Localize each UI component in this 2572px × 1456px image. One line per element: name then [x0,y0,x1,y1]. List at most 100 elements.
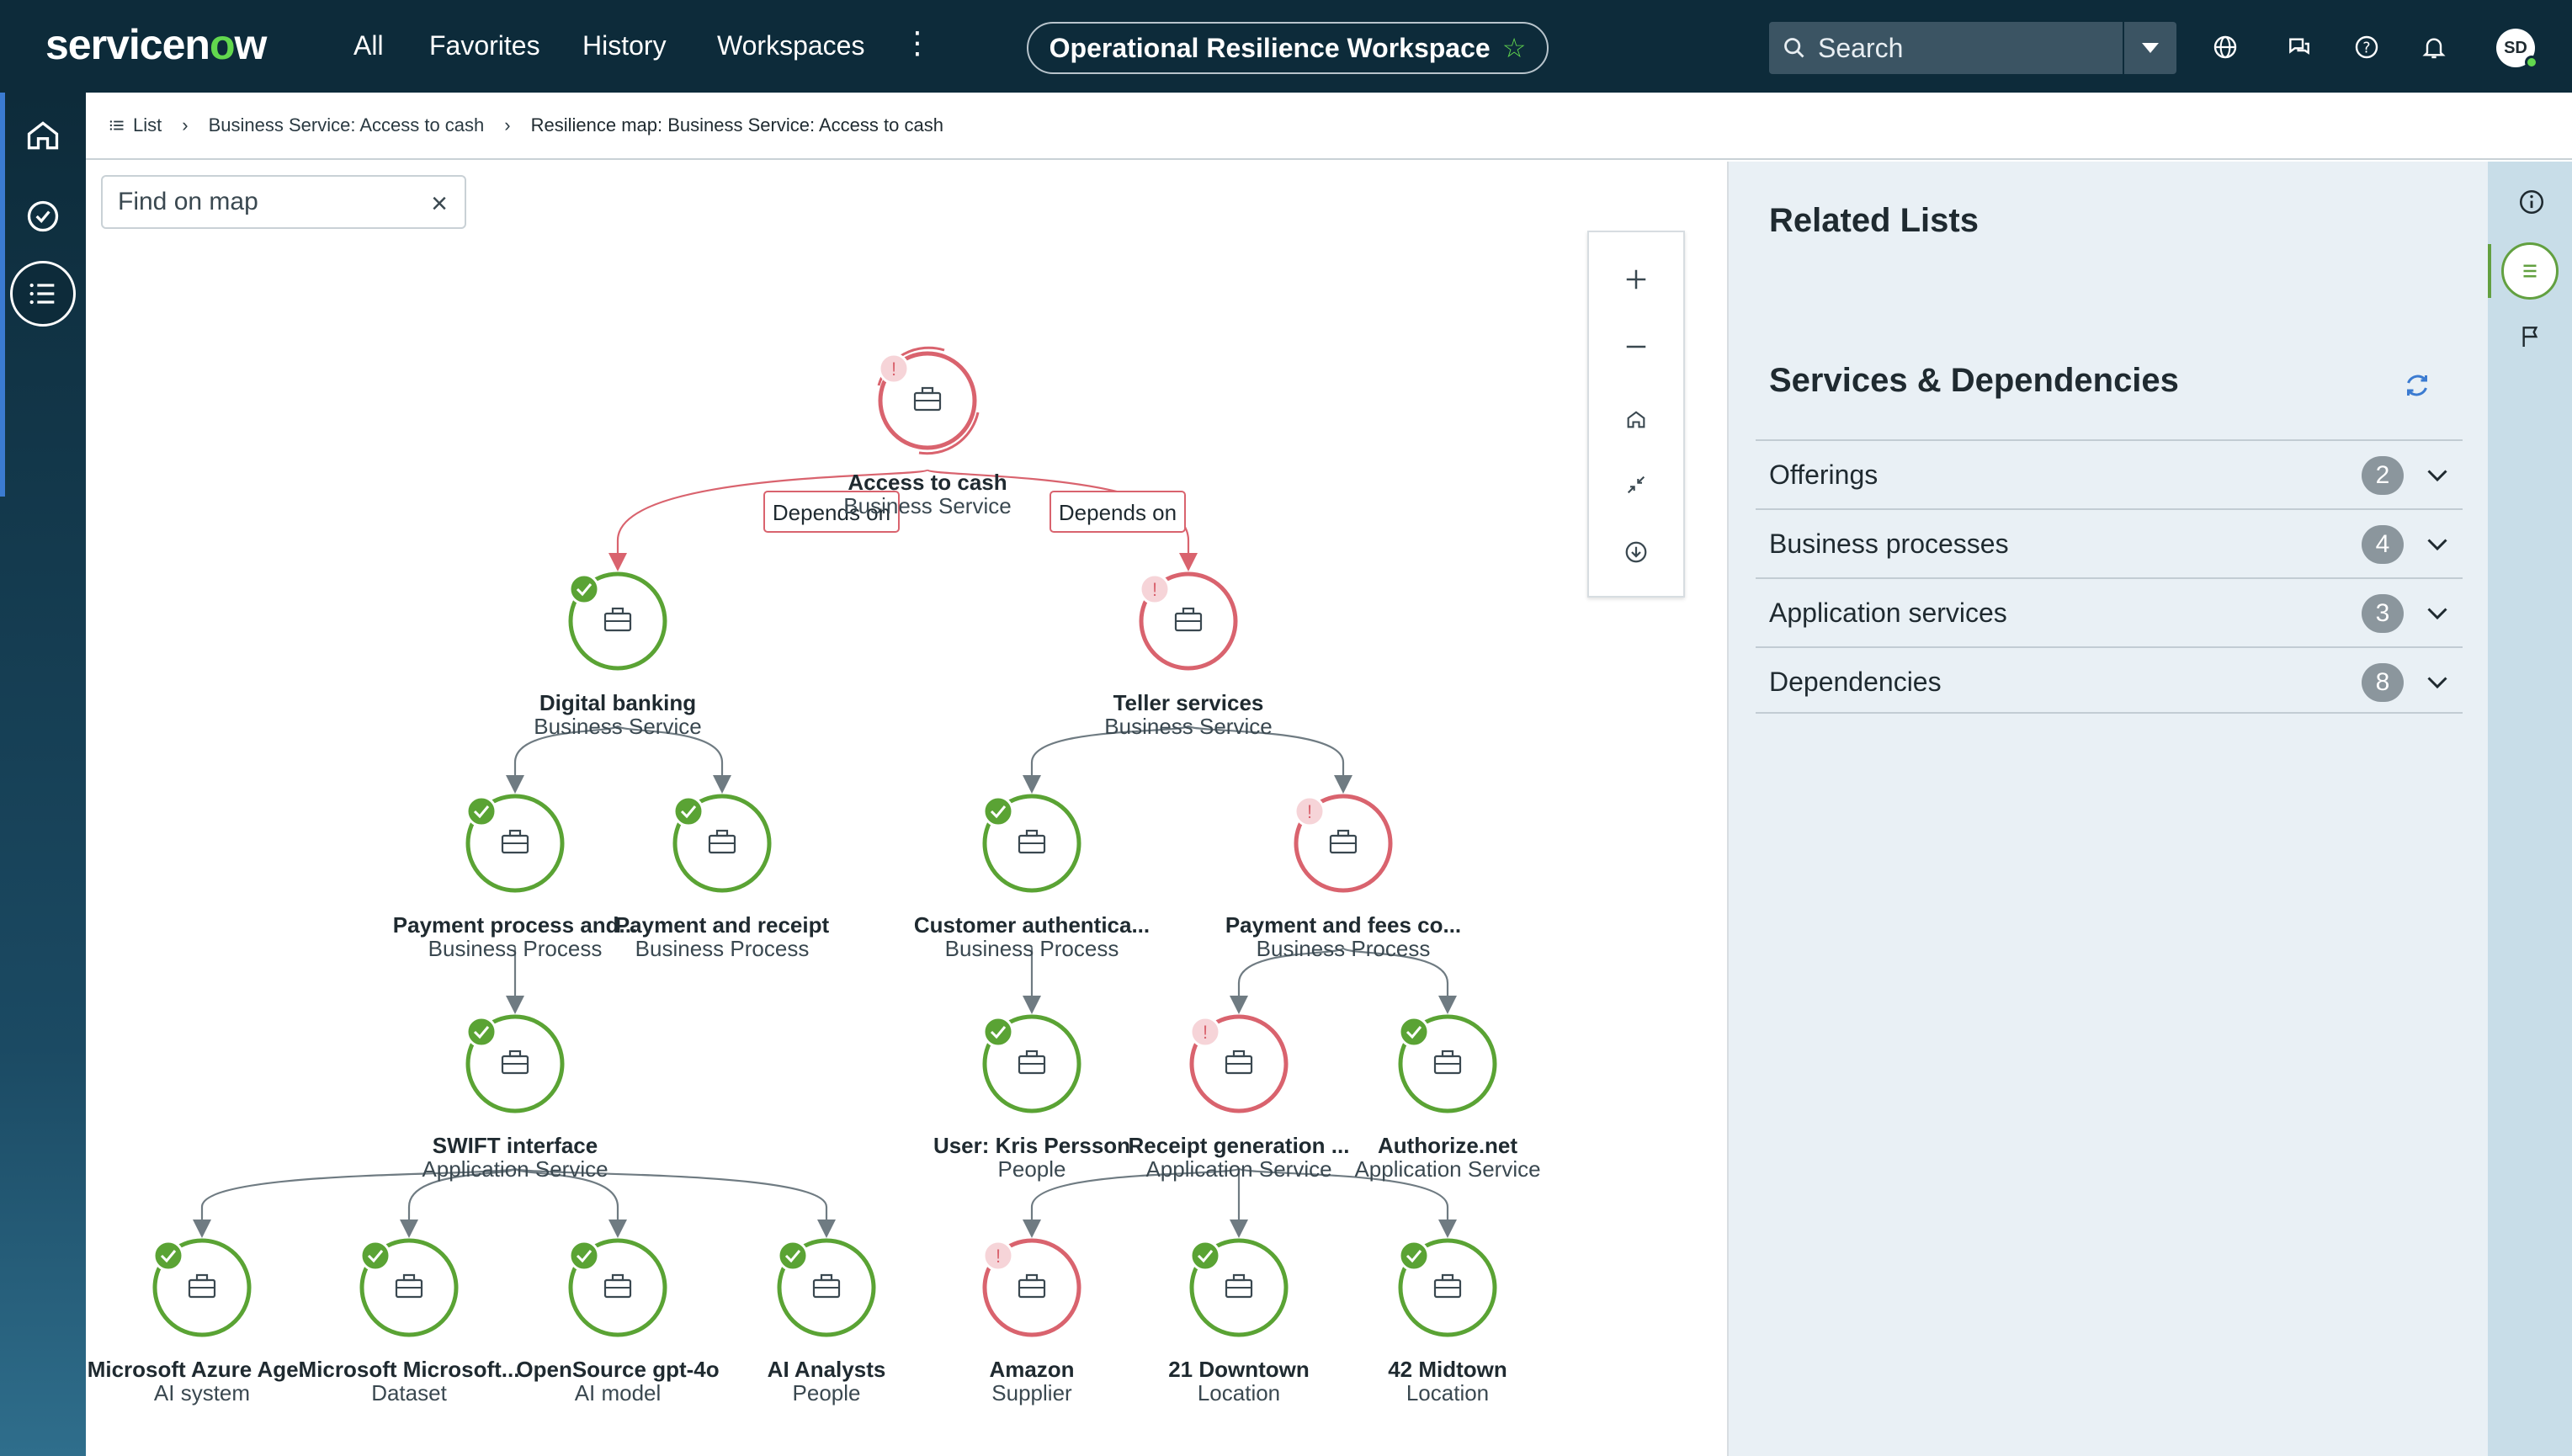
briefcase-icon [913,386,942,412]
accordion-offerings[interactable]: Offerings 2 [1756,439,2463,508]
globe-icon[interactable] [2208,30,2242,64]
list-icon[interactable] [10,261,76,327]
nav-workspaces[interactable]: Workspaces [717,30,865,61]
warning-status-icon: ! [1294,795,1326,827]
dependency-edge [506,724,619,794]
nav-favorites[interactable]: Favorites [429,30,540,61]
briefcase-icon [1433,1273,1462,1299]
node-name: AI Analysts [768,1357,886,1382]
chevron-down-icon[interactable] [2422,460,2456,493]
help-icon[interactable]: ? [2350,30,2383,64]
ok-status-icon [777,1240,809,1272]
node-type: Business Process [428,936,603,961]
svg-text:!: ! [996,1246,1001,1267]
node-type: Business Process [1257,936,1431,961]
accordion-label: Application services [1769,597,2007,628]
refresh-icon[interactable] [2402,370,2436,404]
chevron-down-icon[interactable] [2422,529,2456,562]
map-node-azure[interactable]: Microsoft Azure Age...AI system [88,1238,317,1406]
map-node-msdata[interactable]: Microsoft Microsoft...Dataset [299,1238,520,1406]
node-type: Dataset [371,1380,447,1406]
breadcrumb-business-service[interactable]: Business Service: Access to cash [208,114,485,136]
search-scope-dropdown[interactable] [2124,22,2176,74]
warning-status-icon: ! [982,1240,1014,1272]
search-placeholder: Search [1818,32,1904,63]
chat-icon[interactable] [2282,30,2316,64]
checkmark-circle-icon[interactable] [17,190,69,242]
nav-all[interactable]: All [353,30,384,61]
star-favorite-icon[interactable]: ☆ [1501,33,1527,63]
workspace-title-pill[interactable]: Operational Resilience Workspace ☆ [1027,22,1549,74]
collapse-arrows-icon[interactable] [1589,460,1683,510]
notifications-bell-icon[interactable] [2417,30,2451,64]
accordion-business-processes[interactable]: Business processes 4 [1756,508,2463,577]
svg-text:!: ! [1203,1022,1208,1043]
chevron-down-icon[interactable] [2422,667,2456,700]
home-icon[interactable] [17,109,69,162]
briefcase-icon [603,1273,632,1299]
depends-on-label[interactable]: Depends on [763,491,900,533]
ok-status-icon [465,795,497,827]
left-rail [0,93,86,1456]
svg-text:!: ! [1307,801,1312,822]
clear-icon[interactable]: × [431,188,448,220]
node-name: 42 Midtown [1388,1357,1507,1382]
dependency-edge [513,1166,627,1238]
map-node-receiptgen[interactable]: !Receipt generation ...Application Servi… [1129,1014,1350,1182]
dependency-edge [400,1166,517,1238]
svg-text:?: ? [2362,40,2370,57]
node-type: Application Service [1354,1156,1540,1182]
accordion-label: Offerings [1769,459,1879,490]
warning-status-icon: ! [878,353,910,385]
find-on-map-input[interactable]: Find on map × [101,175,466,229]
depends-on-label[interactable]: Depends on [1050,491,1186,533]
map-node-payfees[interactable]: !Payment and fees co...Business Process [1225,794,1461,961]
zoom-in-icon[interactable] [1589,254,1683,305]
node-type: AI system [154,1380,250,1406]
servicenow-logo[interactable]: servicenow [45,21,267,68]
dependency-edge [193,1166,517,1238]
briefcase-icon [1225,1049,1253,1075]
map-node-custauth[interactable]: Customer authentica...Business Process [914,794,1150,961]
chevron-down-icon[interactable] [2422,598,2456,631]
nav-history[interactable]: History [582,30,667,61]
briefcase-icon [395,1273,423,1299]
active-indicator [2488,244,2491,298]
accordion-dependencies[interactable]: Dependencies 8 [1756,646,2463,715]
zoom-out-icon[interactable] [1589,321,1683,372]
node-type: Business Service [843,493,1011,518]
search-icon [1784,38,1804,58]
accordion-application-services[interactable]: Application services 3 [1756,577,2463,646]
map-node-payproc[interactable]: Payment process and...Business Process [393,794,637,961]
node-name: User: Kris Persson [933,1133,1130,1158]
global-search-input[interactable]: Search [1769,22,2123,74]
download-icon[interactable] [1589,527,1683,577]
ok-status-icon [152,1240,184,1272]
node-name: Payment and receipt [615,912,830,938]
info-icon[interactable] [2513,183,2550,221]
ok-status-icon [568,1240,600,1272]
flag-icon[interactable] [2513,318,2550,355]
ok-status-icon [465,1016,497,1048]
window-edge-strip [0,93,5,497]
related-list-icon[interactable] [2501,242,2559,300]
more-vertical-icon[interactable]: ⋮ [902,25,933,60]
node-type: Application Service [1145,1156,1331,1182]
node-name: Payment process and... [393,912,637,938]
home-reset-icon[interactable] [1589,394,1683,444]
breadcrumb-list[interactable]: List [109,114,162,136]
warning-status-icon: ! [1139,573,1171,605]
